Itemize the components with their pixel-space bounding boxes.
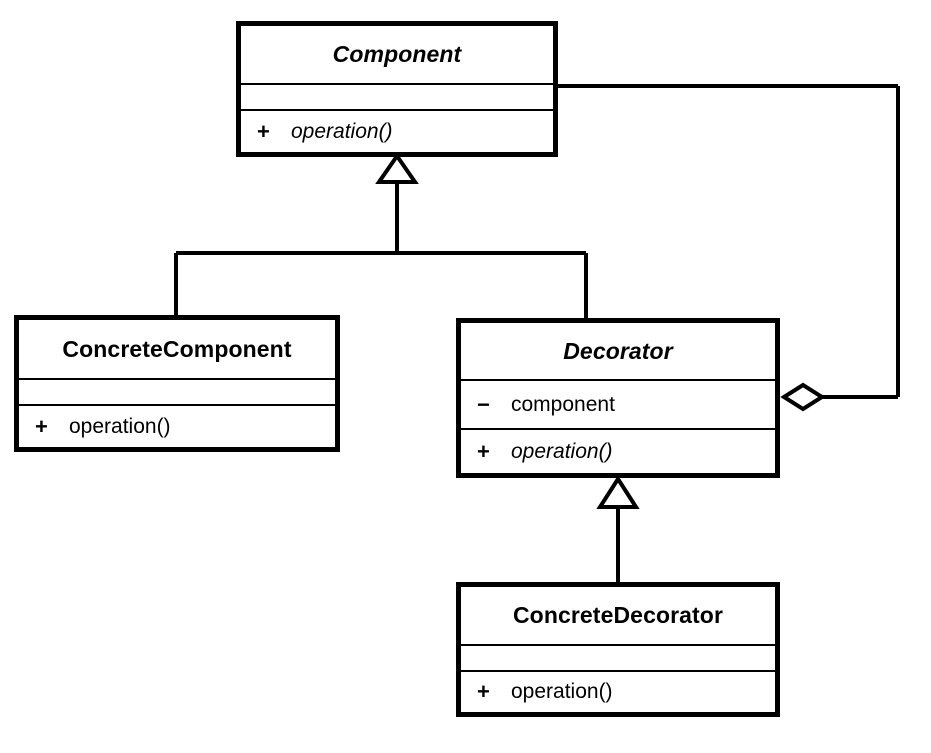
class-name-label: Decorator (563, 337, 673, 364)
class-box-concrete-component[interactable]: ConcreteComponent + operation() (14, 315, 340, 452)
operations-compartment: + operation() (461, 428, 775, 473)
class-box-component[interactable]: Component + operation() (236, 21, 558, 157)
class-box-decorator[interactable]: Decorator − component + operation() (456, 318, 780, 478)
generalization-concrete-decorator-to-decorator (596, 475, 640, 584)
operation-label: operation() (511, 439, 613, 463)
attribute-label: component (511, 392, 615, 416)
hollow-diamond-arrowhead (780, 382, 826, 412)
operation-label: operation() (69, 414, 171, 438)
attributes-compartment (461, 644, 775, 670)
hollow-triangle-arrowhead (375, 152, 419, 184)
class-name-compartment: ConcreteComponent (19, 320, 335, 378)
visibility-marker: + (35, 413, 48, 439)
generalization-tree-to-component (174, 152, 588, 320)
attributes-compartment (19, 378, 335, 404)
class-name-compartment: ConcreteDecorator (461, 587, 775, 644)
visibility-marker: + (477, 679, 490, 704)
hollow-triangle-arrowhead (596, 475, 640, 509)
operations-compartment: + operation() (241, 109, 553, 152)
aggregation-decorator-to-component (556, 84, 900, 412)
operations-compartment: + operation() (461, 670, 775, 712)
class-name-label: Component (332, 41, 462, 67)
visibility-marker: + (257, 118, 270, 144)
attributes-compartment: − component (461, 379, 775, 428)
class-name-compartment: Component (241, 26, 553, 83)
operation-label: operation() (291, 119, 393, 143)
operations-compartment: + operation() (19, 404, 335, 447)
attributes-compartment (241, 83, 553, 109)
class-name-label: ConcreteDecorator (512, 602, 724, 628)
visibility-marker: − (477, 391, 490, 417)
class-box-concrete-decorator[interactable]: ConcreteDecorator + operation() (456, 582, 780, 717)
class-name-label: ConcreteComponent (62, 335, 292, 362)
class-name-compartment: Decorator (461, 323, 775, 379)
operation-label: operation() (511, 680, 613, 703)
visibility-marker: + (477, 438, 490, 464)
